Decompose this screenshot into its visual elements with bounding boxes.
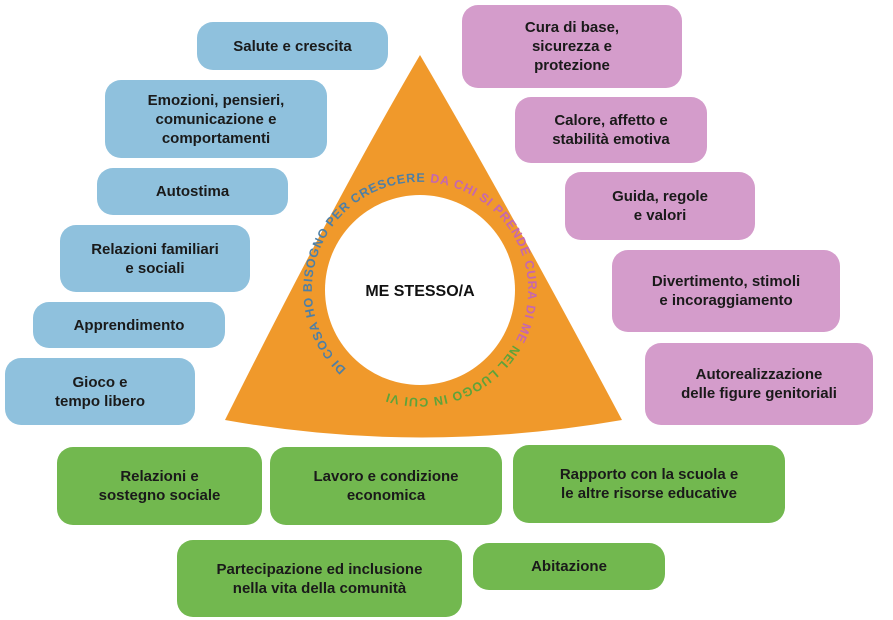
need-box: Emozioni, pensieri, comunicazione e comp…: [105, 80, 327, 158]
caregiver-box: Divertimento, stimoli e incoraggiamento: [612, 250, 840, 332]
caregiver-box: Guida, regole e valori: [565, 172, 755, 240]
environment-box: Lavoro e condizione economica: [270, 447, 502, 525]
caregiver-box: Calore, affetto e stabilità emotiva: [515, 97, 707, 163]
center-circle: [325, 195, 515, 385]
environment-box: Rapporto con la scuola e le altre risors…: [513, 445, 785, 523]
need-box: Autostima: [97, 168, 288, 215]
center-label: ME STESSO/A: [365, 283, 475, 300]
need-box: Apprendimento: [33, 302, 225, 348]
caregiver-box: Autorealizzazione delle figure genitoria…: [645, 343, 873, 425]
need-box: Salute e crescita: [197, 22, 388, 70]
need-box: Relazioni familiari e sociali: [60, 225, 250, 292]
need-box: Gioco e tempo libero: [5, 358, 195, 425]
environment-box: Relazioni e sostegno sociale: [57, 447, 262, 525]
environment-box: Partecipazione ed inclusione nella vita …: [177, 540, 462, 617]
caregiver-box: Cura di base, sicurezza e protezione: [462, 5, 682, 88]
environment-box: Abitazione: [473, 543, 665, 590]
